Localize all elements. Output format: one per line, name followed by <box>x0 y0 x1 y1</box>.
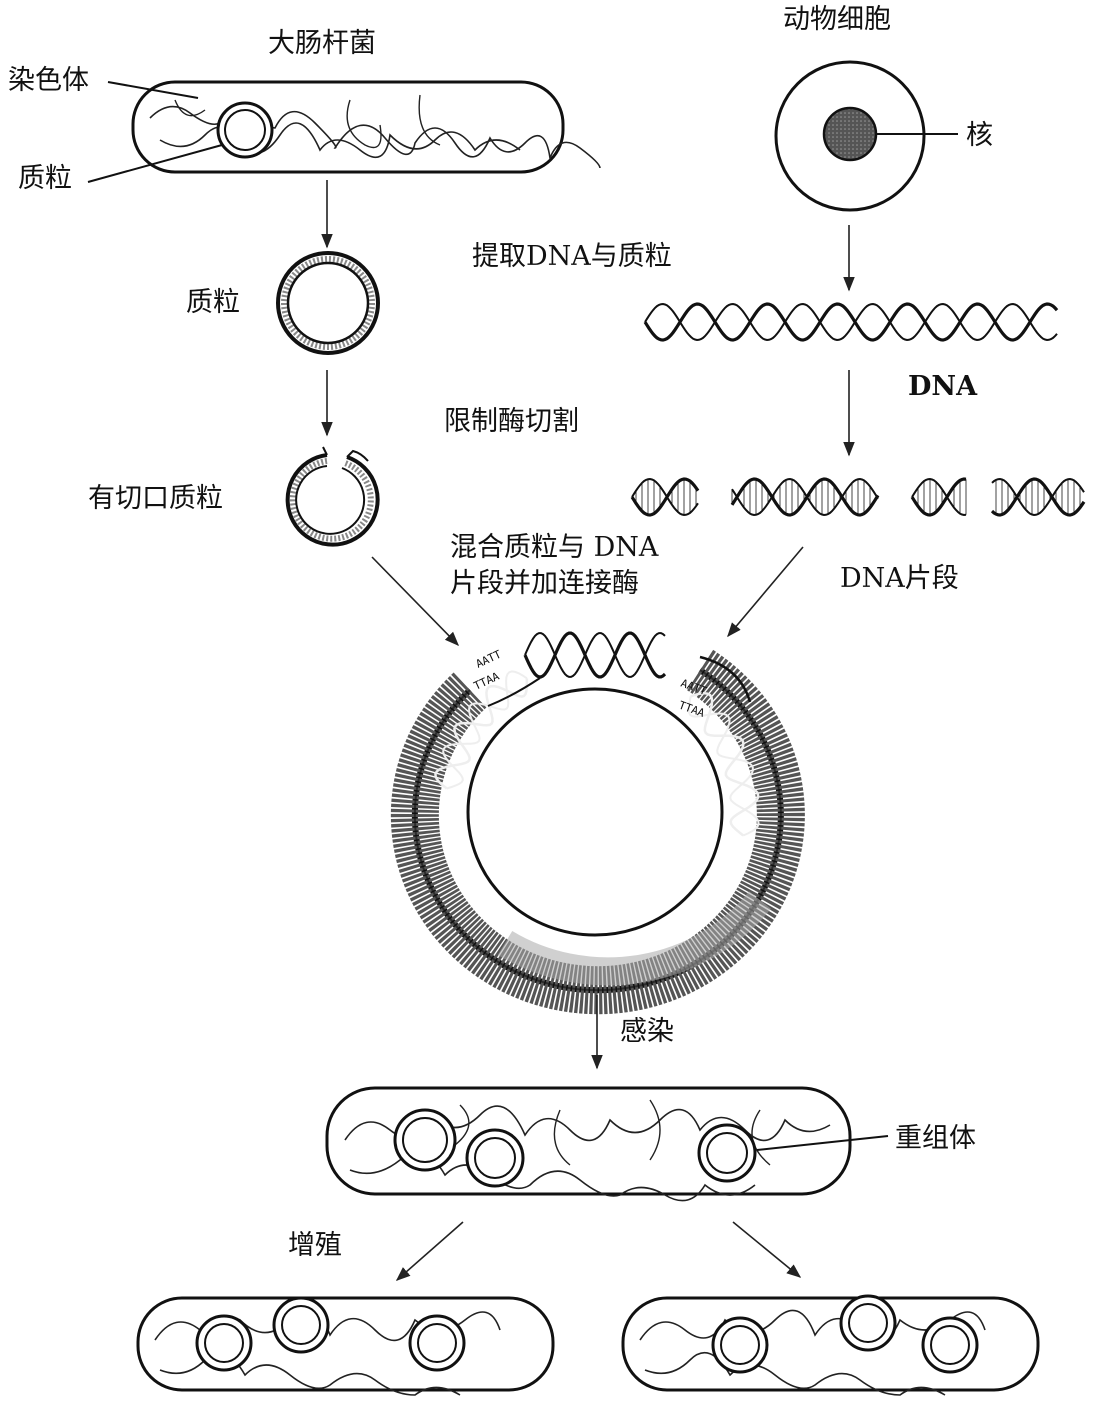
plasmid-copy <box>272 1296 330 1354</box>
plasmid-copy <box>465 1128 525 1188</box>
label-animal-cell: 动物细胞 <box>783 4 891 35</box>
sticky-end-left <box>487 677 541 707</box>
label-dna: DNA <box>908 371 978 402</box>
plasmid-leader <box>87 144 223 183</box>
dna-double-helix <box>643 302 1059 342</box>
label-dna-fragment: DNA片段 <box>840 563 959 594</box>
recombinant-bacterium <box>325 1086 889 1202</box>
plasmid-copy <box>408 1314 466 1372</box>
label-proliferate: 增殖 <box>288 1230 342 1261</box>
plasmid-copy <box>697 1123 757 1183</box>
nucleus <box>822 106 878 162</box>
label-recombinant: 重组体 <box>895 1123 976 1154</box>
label-infect: 感染 <box>620 1016 674 1047</box>
dna-fragments <box>630 477 1086 517</box>
plasmid-copy <box>711 1316 769 1374</box>
plasmid-nicked <box>285 446 380 547</box>
sticky-bases-left-top: AATT <box>474 648 504 671</box>
label-ecoli: 大肠杆菌 <box>268 28 376 59</box>
arrow-fragment-to-mix <box>727 546 804 638</box>
chromosome-leader <box>107 81 199 99</box>
daughter-bacterium-left <box>136 1296 555 1396</box>
label-extract: 提取DNA与质粒 <box>472 241 672 272</box>
plasmid-isolated <box>276 251 380 355</box>
recombinant-leader <box>756 1135 889 1151</box>
label-plasmid-top: 质粒 <box>18 163 72 194</box>
label-restriction: 限制酶切割 <box>444 406 579 437</box>
label-chromosome: 染色体 <box>8 65 89 96</box>
arrow-proliferate-right <box>732 1221 802 1278</box>
label-plasmid-mid: 质粒 <box>186 287 240 318</box>
plasmid-copy <box>921 1316 979 1374</box>
plasmid-copy <box>393 1108 457 1172</box>
recombinant-plasmid-ring: AATT TTAA AATT TTAA <box>390 631 805 1015</box>
label-nucleus: 核 <box>966 120 993 151</box>
arrow-plasmid-to-mix <box>371 556 460 647</box>
ecoli-cell-top <box>131 80 601 174</box>
label-mix-line1: 混合质粒与 DNA <box>450 532 659 563</box>
arrow-proliferate-left <box>395 1221 464 1281</box>
label-nicked-plasmid: 有切口质粒 <box>88 483 223 514</box>
plasmid-copy <box>195 1314 253 1372</box>
animal-cell <box>774 60 958 212</box>
label-mix: 混合质粒与 DNA 片段并加连接酶 <box>450 530 658 602</box>
daughter-bacterium-right <box>621 1294 1040 1396</box>
plasmid-copy <box>839 1294 897 1352</box>
label-mix-line2: 片段并加连接酶 <box>450 568 639 599</box>
sticky-end-right <box>699 655 752 703</box>
